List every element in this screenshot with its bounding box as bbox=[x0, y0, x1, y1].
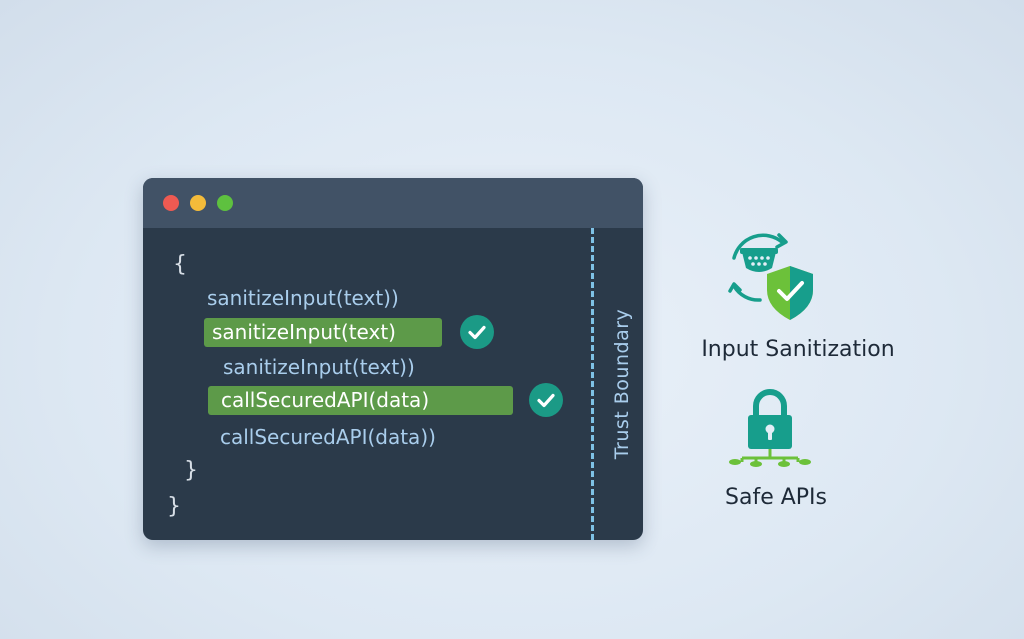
code-line-sanitize-1: sanitizeInput(text)) bbox=[207, 286, 399, 310]
trust-boundary-line bbox=[591, 228, 594, 540]
padlock-network-icon bbox=[728, 388, 812, 472]
code-line-api-2: callSecuredAPI(data)) bbox=[220, 425, 436, 449]
safe-apis-label: Safe APIs bbox=[725, 485, 827, 510]
close-window-dot[interactable] bbox=[163, 195, 179, 211]
trust-boundary-label: Trust Boundary bbox=[611, 308, 633, 460]
sanitization-shield-icon bbox=[722, 228, 818, 324]
code-line-close-brace-inner: } bbox=[184, 458, 198, 483]
code-line-close-brace-outer: } bbox=[167, 494, 181, 519]
window-titlebar bbox=[143, 178, 643, 228]
maximize-window-dot[interactable] bbox=[217, 195, 233, 211]
code-highlight-sanitize bbox=[204, 318, 442, 347]
check-icon bbox=[529, 383, 563, 417]
code-highlight-secured-api bbox=[208, 386, 513, 415]
code-line-sanitize-2: sanitizeInput(text) bbox=[212, 320, 396, 344]
input-sanitization-label: Input Sanitization bbox=[701, 337, 895, 362]
check-icon bbox=[460, 315, 494, 349]
code-line-sanitize-3: sanitizeInput(text)) bbox=[223, 355, 415, 379]
code-editor-window: { sanitizeInput(text)) sanitizeInput(tex… bbox=[143, 178, 643, 540]
minimize-window-dot[interactable] bbox=[190, 195, 206, 211]
code-line-api-1: callSecuredAPI(data) bbox=[221, 388, 430, 412]
code-line-open-brace: { bbox=[173, 252, 187, 277]
